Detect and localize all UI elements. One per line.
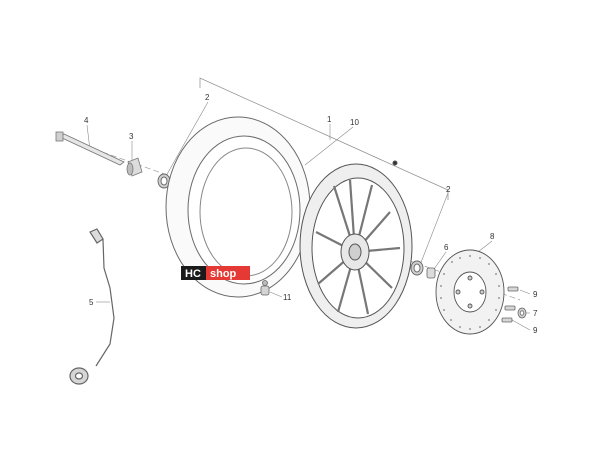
logo-hc-text: HC	[185, 268, 201, 280]
tyre	[165, 116, 311, 298]
part-label-6: 6	[444, 243, 449, 252]
speedometer-cable	[69, 228, 115, 385]
part-label-9-bottom: 9	[533, 326, 538, 335]
part-label-2-right: 2	[446, 185, 451, 194]
right-bearing-seal	[410, 260, 424, 276]
spacer-bushing	[126, 157, 143, 177]
part-label-4: 4	[84, 116, 89, 125]
assembly-bracket	[199, 77, 449, 200]
logo-shop-text: shop	[210, 268, 237, 280]
part-label-3: 3	[129, 132, 134, 141]
part-label-7: 7	[533, 309, 538, 318]
washer	[517, 307, 527, 319]
left-bearing-seal	[157, 173, 171, 189]
part-labels: 1 2 2 3 4 5 6 7 8 9 9 10 11	[84, 93, 538, 335]
axle-shaft	[55, 131, 125, 166]
part-label-9-top: 9	[533, 290, 538, 299]
part-label-2-left: 2	[205, 93, 210, 102]
right-spacer	[426, 267, 436, 279]
part-label-1: 1	[327, 115, 332, 124]
wheel-rim	[299, 160, 413, 329]
brake-disc	[435, 249, 505, 335]
part-label-11: 11	[283, 293, 292, 302]
disc-bolts	[501, 286, 519, 323]
part-label-5: 5	[89, 298, 94, 307]
part-label-10: 10	[350, 118, 359, 127]
part-label-8: 8	[490, 232, 495, 241]
hc-shop-logo: HC shop	[181, 266, 250, 280]
tyre-valve	[260, 280, 270, 296]
